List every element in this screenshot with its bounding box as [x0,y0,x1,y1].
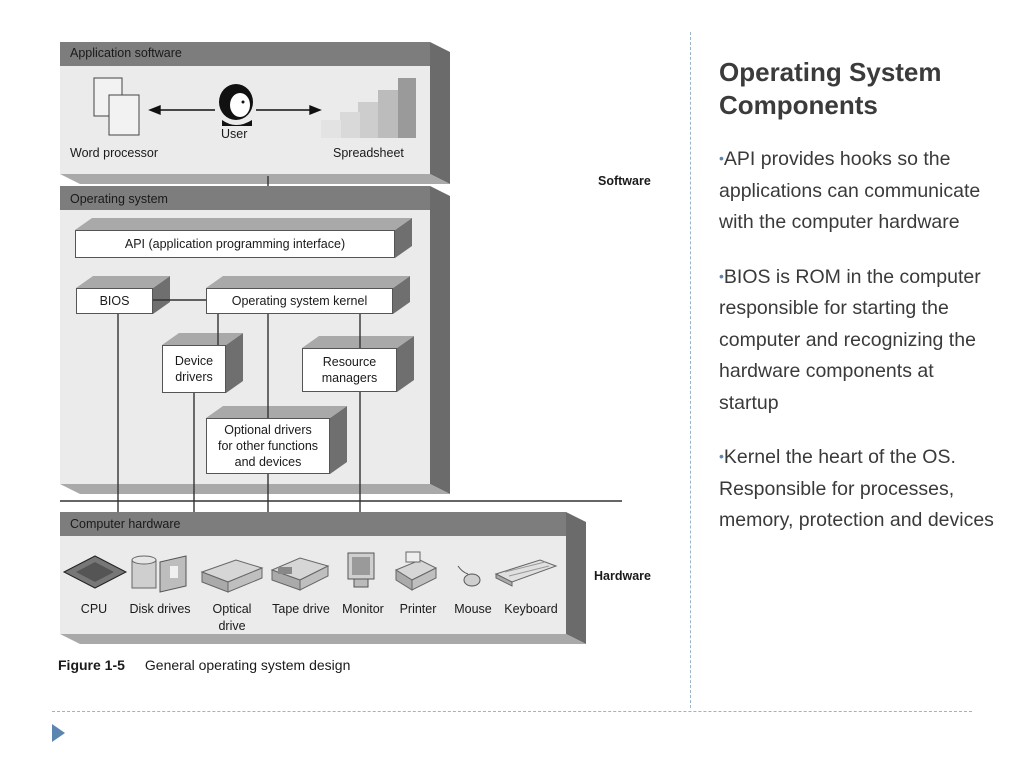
diagram-graphics [60,42,622,644]
hw-label-keyboard: Keyboard [504,602,558,616]
optional-drivers-line-2: for other functions [217,439,319,453]
bullet-kernel-text: Kernel the heart of the OS. Responsible … [719,446,994,531]
optional-drivers-line-3: and devices [234,455,302,469]
optional-drivers-line-1: Optional drivers [224,423,312,437]
word-processor-label: Word processor [70,146,158,160]
bullet-bios-text: BIOS is ROM in the computer responsible … [719,265,981,414]
bullet-api-text: API provides hooks so the applications c… [719,148,981,233]
cpu-chip-icon [62,555,128,589]
user-label: User [221,127,248,141]
resource-managers-line-2: managers [321,371,378,385]
bios-box: BIOS [76,288,153,314]
slide-title: Operating System Components [719,57,942,120]
figure-number: Figure 1-5 [58,657,125,673]
monitor-icon [347,552,375,588]
software-side-label: Software [598,174,651,188]
os-design-diagram: Application software User Word processor… [58,42,651,673]
hw-label-disk-drives: Disk drives [129,602,191,616]
device-drivers-box: Device drivers [162,345,226,393]
bullet-api: •API provides hooks so the applications … [719,143,994,239]
os-panel-title: Operating system [70,192,168,206]
hw-label-monitor: Monitor [342,602,384,616]
optional-drivers-box: Optional drivers for other functions and… [206,418,330,474]
hardware-side-label: Hardware [594,569,651,583]
kernel-box: Operating system kernel [206,288,393,314]
bullet-kernel: •Kernel the heart of the OS. Responsible… [719,441,994,537]
figure-caption-text: General operating system design [144,657,351,673]
figure-caption: Figure 1-5 General operating system desig… [58,657,350,673]
arrow-left-icon [148,104,215,116]
next-slide-arrow-icon[interactable] [52,724,65,742]
hw-label-tape-drive: Tape drive [272,602,330,616]
device-drivers-line-2: drivers [175,370,213,384]
vertical-divider [690,32,691,708]
spreadsheet-icon [321,78,416,138]
hw-label-mouse: Mouse [454,602,492,616]
resource-managers-box: Resource managers [302,348,397,392]
optical-drive-icon [200,559,264,593]
tape-drive-icon [270,557,330,591]
resource-managers-line-1: Resource [322,355,377,369]
arrow-right-icon [256,104,322,116]
bullet-marker: • [719,267,724,284]
spreadsheet-label: Spreadsheet [333,146,404,160]
user-icon [219,84,253,126]
disk-drives-icon [131,555,187,593]
keyboard-icon [494,559,558,587]
bullet-marker: • [719,150,724,166]
bullet-marker: • [719,448,724,464]
api-box: API (application programming interface) [75,230,395,258]
mouse-icon [457,565,481,587]
hw-label-optical-drive: Optical drive [212,602,252,633]
os-connectors [117,299,361,512]
hw-label-printer: Printer [399,602,437,616]
application-panel-title: Application software [70,46,182,60]
word-processor-icon [93,77,140,136]
printer-icon [394,551,438,591]
hardware-panel-title: Computer hardware [70,517,181,531]
device-drivers-line-1: Device [174,354,214,368]
hw-label-cpu: CPU [80,602,108,616]
footer-divider [52,711,972,712]
bullet-bios: •BIOS is ROM in the computer responsible… [719,261,994,420]
bullet-list: •API provides hooks so the applications … [719,143,994,559]
